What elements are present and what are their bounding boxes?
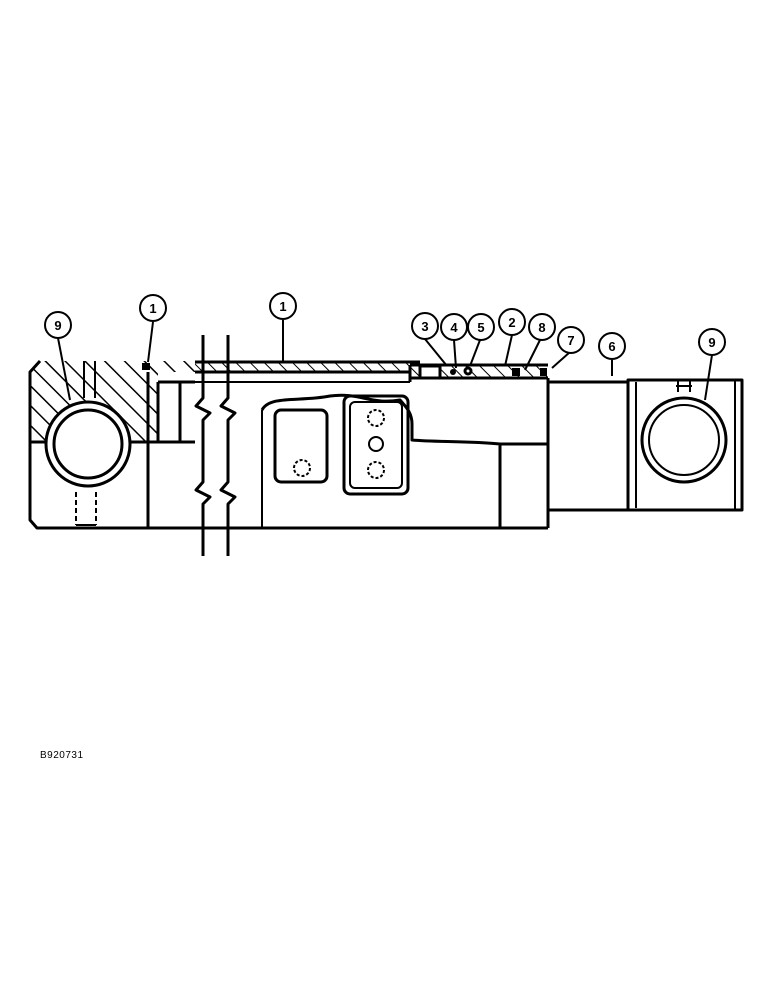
callout-9-left: 9: [44, 311, 72, 339]
svg-text:8: 8: [538, 320, 545, 335]
callout-8: 8: [528, 313, 556, 341]
callout-2: 2: [498, 308, 526, 336]
callout-1-center: 1: [269, 292, 297, 320]
callout-1-left: 1: [139, 294, 167, 322]
svg-text:4: 4: [450, 320, 458, 335]
svg-text:9: 9: [708, 335, 715, 350]
svg-text:1: 1: [149, 301, 156, 316]
rod-end-eye: [626, 378, 744, 512]
callout-4: 4: [440, 313, 468, 341]
callout-5: 5: [467, 313, 495, 341]
cylinder-head: [500, 378, 628, 528]
rod-gland: [408, 363, 548, 382]
svg-text:9: 9: [54, 318, 61, 333]
svg-text:2: 2: [508, 315, 515, 330]
figure-code: B920731: [40, 750, 84, 761]
callout-6: 6: [598, 332, 626, 360]
svg-text:6: 6: [608, 339, 615, 354]
svg-text:7: 7: [567, 333, 574, 348]
cutaway-window: [260, 393, 502, 528]
break-lines: [194, 335, 237, 556]
svg-text:5: 5: [477, 320, 484, 335]
callout-balloons: 9 1 1 3 4 5 2 8: [44, 292, 726, 360]
svg-text:3: 3: [421, 319, 428, 334]
svg-text:1: 1: [279, 299, 286, 314]
left-pin-bushing: [44, 400, 132, 488]
callout-9-right: 9: [698, 328, 726, 356]
leader-lines: [57, 320, 713, 401]
callout-3: 3: [411, 312, 439, 340]
callout-7: 7: [557, 326, 585, 354]
barrel-tube: [195, 360, 548, 530]
